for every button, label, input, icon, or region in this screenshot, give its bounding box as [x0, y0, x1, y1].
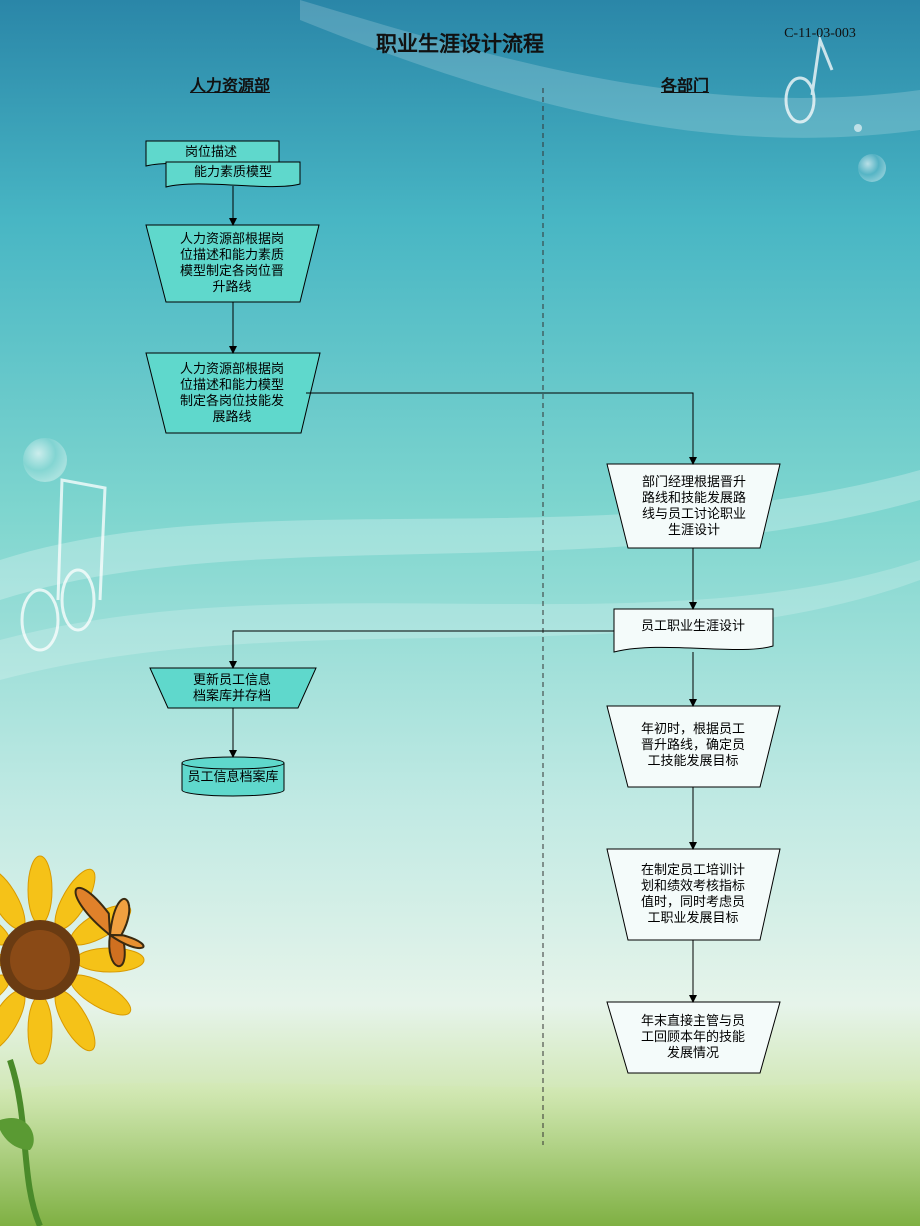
lane-header-departments: 各部门	[660, 76, 709, 95]
doc-competency-shape	[165, 161, 301, 188]
archive-db-shape	[181, 756, 285, 797]
hr-promotion-path-shape	[145, 224, 320, 303]
year-start-shape	[606, 705, 781, 788]
dept-discuss-label: 部门经理根据晋升路线和技能发展路线与员工讨论职业生涯设计	[641, 475, 746, 538]
page-title: 职业生涯设计流程	[376, 31, 544, 56]
year-end-review-label: 年末直接主管与员工回顾本年的技能发展情况	[640, 1014, 745, 1061]
year-start-label: 年初时，根据员工晋升路线，确定员工技能发展目标	[640, 722, 745, 769]
hr-promotion-path-label: 人力资源部根据岗位描述和能力素质模型制定各岗位晋升路线	[179, 232, 284, 295]
year-end-review-shape	[606, 1001, 781, 1074]
employee-career-design-shape	[613, 608, 774, 653]
employee-career-design-label: 员工职业生涯设计	[640, 619, 745, 634]
doc-position-label: 岗位描述	[184, 145, 237, 160]
hr-skill-path-shape	[145, 352, 321, 434]
doc-competency-label: 能力素质模型	[193, 165, 272, 180]
edge-skill-to-dept	[306, 392, 697, 465]
document-code: C-11-03-003	[784, 26, 856, 41]
archive-db-label: 员工信息档案库	[187, 770, 279, 785]
plan-targets-shape	[606, 848, 781, 941]
hr-skill-path-label: 人力资源部根据岗位描述和能力模型制定各岗位技能发展路线	[179, 362, 284, 425]
edge-career-to-archive	[229, 630, 614, 669]
plan-targets-label: 在制定员工培训计划和绩效考核指标值时，同时考虑员工职业发展目标	[640, 863, 745, 926]
lane-header-hr: 人力资源部	[189, 76, 270, 95]
dept-discuss-shape	[606, 463, 781, 549]
update-archive-shape	[149, 667, 317, 709]
update-archive-label: 更新员工信息档案库并存档	[192, 673, 271, 704]
